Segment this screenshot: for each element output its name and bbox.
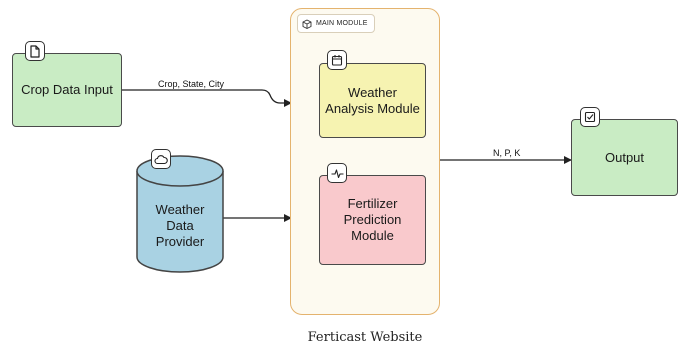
main-module-container[interactable]: MAIN MODULE <box>290 8 440 315</box>
fertilizer-prediction-module-node[interactable]: Fertilizer Prediction Module <box>319 175 426 265</box>
cube-icon <box>302 19 312 29</box>
edge-label-crop-to-main: Crop, State, City <box>158 79 225 89</box>
pulse-icon <box>327 163 347 183</box>
edge-crop-to-main <box>122 89 292 107</box>
calendar-icon <box>327 50 347 70</box>
edge-label-main-to-output: N, P, K <box>493 148 521 158</box>
main-module-title: MAIN MODULE <box>316 20 368 27</box>
weather-data-provider-label: Weather Data Provider <box>155 202 205 249</box>
weather-analysis-module-label: Weather Analysis Module <box>325 84 420 116</box>
checkbox-icon <box>580 107 600 127</box>
cloud-icon <box>151 149 171 169</box>
output-label: Output <box>604 149 645 165</box>
fertilizer-prediction-module-label: Fertilizer Prediction Module <box>343 196 402 243</box>
diagram-caption: Ferticast Website <box>307 330 423 345</box>
crop-data-input-node[interactable]: Crop Data Input <box>12 53 122 127</box>
output-node[interactable]: Output <box>571 119 678 196</box>
main-module-header: MAIN MODULE <box>297 14 375 33</box>
weather-analysis-module-node[interactable]: Weather Analysis Module <box>319 63 426 138</box>
crop-data-input-label: Crop Data Input <box>21 82 113 97</box>
document-icon <box>25 41 45 61</box>
